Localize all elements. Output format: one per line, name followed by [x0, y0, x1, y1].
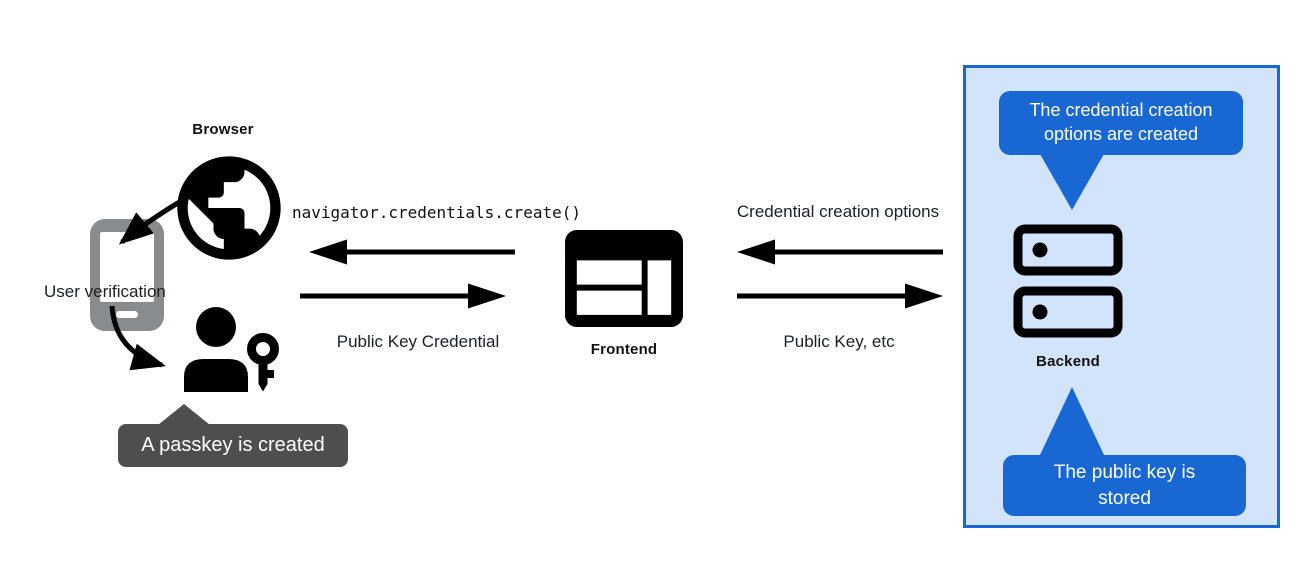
passkey-tooltip: A passkey is created	[118, 424, 348, 467]
arrow-public-key-etc	[737, 283, 943, 309]
credential-options-callout: The credential creation options are crea…	[999, 91, 1243, 155]
public-key-credential-label: Public Key Credential	[336, 332, 500, 351]
arrow-public-key-credential	[300, 283, 506, 309]
api-call-label: navigator.credentials.create()	[292, 203, 581, 222]
backend-panel: The credential creation options are crea…	[963, 65, 1280, 528]
arrow-credential-creation-options	[737, 239, 943, 265]
server-stack-icon	[1013, 224, 1123, 338]
user-passkey-icon	[184, 307, 279, 392]
globe-icon	[177, 156, 281, 260]
browser-label: Browser	[192, 121, 254, 138]
callout-line: options are created	[1043, 124, 1199, 144]
frontend-label: Frontend	[590, 341, 658, 358]
public-key-stored-callout-pointer	[1040, 387, 1104, 455]
arrow-credentials-create	[309, 239, 515, 265]
passkey-tooltip-pointer	[158, 404, 210, 425]
callout-line: The credential creation	[1029, 100, 1213, 121]
public-key-etc-label: Public Key, etc	[783, 332, 895, 351]
user-verification-label: User verification	[44, 282, 166, 301]
credential-options-callout-pointer	[1040, 154, 1104, 210]
browser-window-icon	[565, 230, 683, 327]
smartphone-icon	[90, 219, 164, 331]
backend-label: Backend	[1036, 353, 1100, 370]
callout-line: The public key is	[1053, 462, 1196, 484]
callout-line: stored	[1098, 487, 1151, 509]
credential-creation-options-label: Credential creation options	[736, 202, 940, 221]
public-key-stored-callout: The public key is stored	[1003, 455, 1246, 516]
